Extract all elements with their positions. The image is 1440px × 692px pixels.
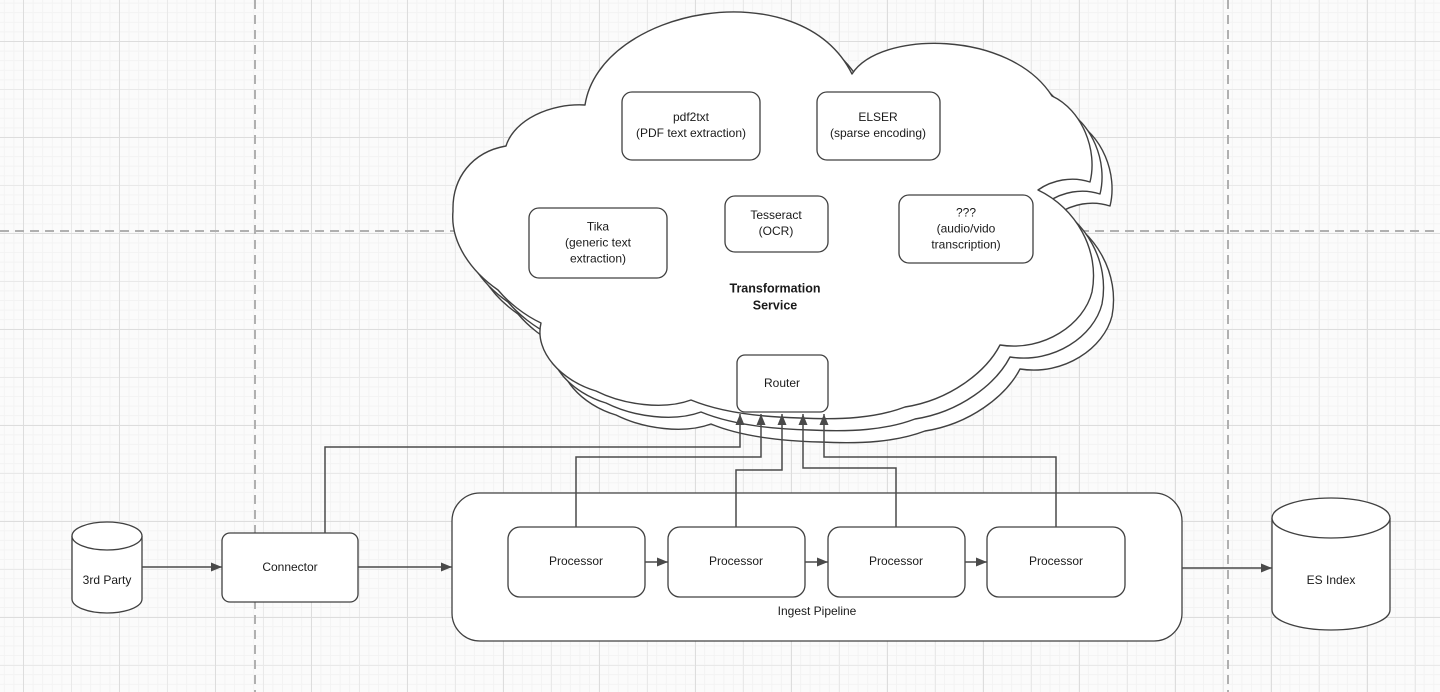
tesseract-node[interactable] <box>724 195 829 253</box>
edge-processor2-to-router[interactable] <box>735 414 787 527</box>
edge-processor4-to-router[interactable] <box>819 414 1057 527</box>
tika-node[interactable] <box>528 207 668 279</box>
edge-processor1-to-router[interactable] <box>575 414 766 527</box>
connector-node[interactable] <box>221 532 359 603</box>
router-node[interactable] <box>736 354 829 413</box>
processor-node-1[interactable] <box>507 526 646 598</box>
processor-node-4[interactable] <box>986 526 1126 598</box>
processor-node-2[interactable] <box>667 526 806 598</box>
edge-connector-to-router[interactable] <box>324 414 745 533</box>
pdf2txt-node[interactable] <box>621 91 761 161</box>
elser-node[interactable] <box>816 91 941 161</box>
es-index-cylinder[interactable] <box>1271 497 1391 631</box>
edge-processor3-to-router[interactable] <box>798 414 897 527</box>
unknown-transcription-node[interactable] <box>898 194 1034 264</box>
processor-node-3[interactable] <box>827 526 966 598</box>
third-party-cylinder[interactable] <box>71 521 143 614</box>
